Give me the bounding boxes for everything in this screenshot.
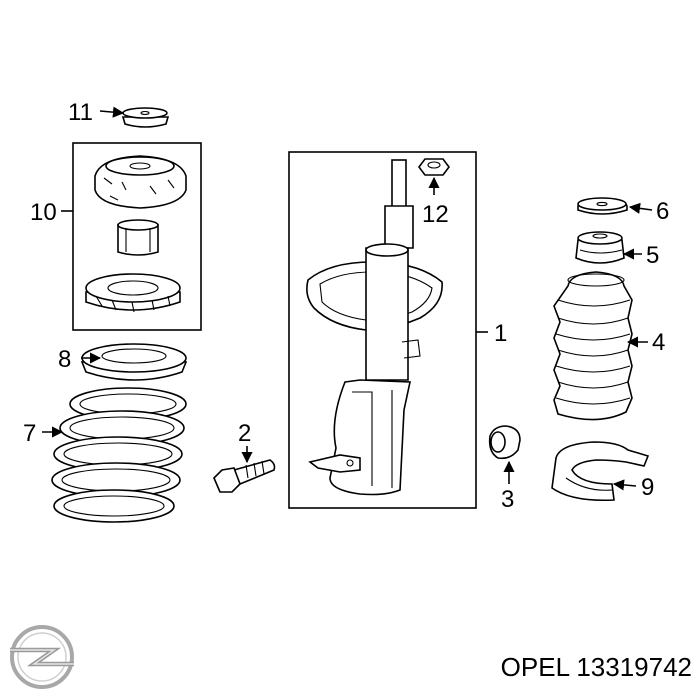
part-number: 13319742 [576, 652, 692, 682]
callout-5: 5 [646, 242, 659, 269]
opel-blitz-logo-icon [10, 625, 74, 689]
callout-12: 12 [422, 201, 449, 228]
part-8-insulator [80, 343, 188, 381]
part-3-bushing [488, 425, 521, 460]
callout-9: 9 [641, 474, 654, 501]
part-11-cap [121, 107, 170, 128]
part-12-nut [418, 158, 450, 176]
callout-3: 3 [501, 486, 514, 513]
callout-11: 11 [68, 99, 93, 126]
callout-7: 7 [23, 420, 36, 447]
part-caption: OPEL 13319742 [501, 652, 692, 682]
part-5-bump-stop [575, 231, 625, 264]
part-2-bolt [213, 459, 276, 493]
callout-1: 1 [494, 320, 507, 347]
part-9-lower-seat [551, 441, 650, 502]
part-6-cap [577, 197, 628, 215]
upper-mount-group-frame [72, 142, 202, 331]
strut-group-frame [288, 151, 477, 509]
callout-4: 4 [652, 329, 665, 356]
part-10-top-mount [85, 155, 187, 313]
brand-name: OPEL [501, 652, 570, 682]
part-1-strut [306, 159, 443, 496]
part-4-dust-boot [553, 271, 633, 421]
part-7-coil-spring [51, 387, 187, 523]
callout-10: 10 [30, 199, 57, 226]
callout-6: 6 [656, 198, 669, 225]
callout-8: 8 [58, 346, 71, 373]
callout-2: 2 [238, 420, 251, 447]
